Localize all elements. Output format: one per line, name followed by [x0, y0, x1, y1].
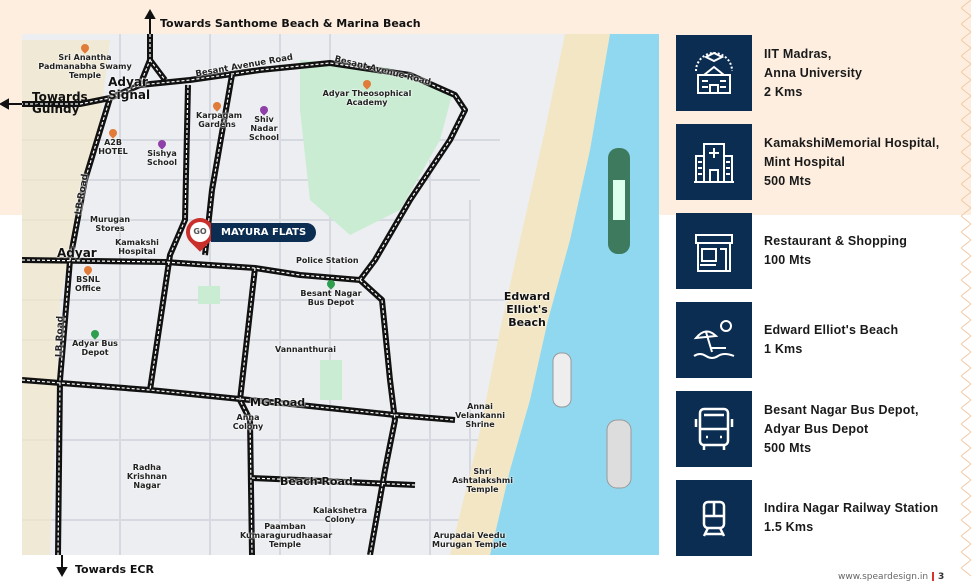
place-label: Shri Ashtalakshmi Temple: [452, 467, 513, 494]
amenity-distance: 1.5 Kms: [764, 520, 814, 534]
amenity-distance: 1 Kms: [764, 342, 803, 356]
direction-south: Towards ECR: [75, 563, 154, 576]
main-roads: [22, 34, 468, 555]
bus-pin-icon: [89, 328, 101, 340]
place-label: Annai Velankanni Shrine: [455, 402, 505, 429]
decorative-border: [961, 0, 971, 577]
amenity-name: Besant Nagar Bus Depot,: [764, 402, 919, 417]
place-label: Adyar Bus Depot: [70, 328, 120, 357]
south-arrow-icon: [56, 567, 68, 578]
place-label: BSNL Office: [73, 264, 103, 293]
place-pin-icon: [82, 264, 94, 276]
direction-west: Towards Guindy: [32, 90, 88, 116]
university-icon: [676, 35, 752, 111]
place-label: Besant Nagar Bus Depot: [300, 278, 362, 307]
place-pin-icon: [361, 78, 373, 90]
amenity-railway: Indira Nagar Railway Station 1.5 Kms: [676, 480, 966, 556]
property-name-tag[interactable]: MAYURA FLATS: [211, 223, 317, 242]
road-label: LB Road: [54, 315, 66, 358]
place-label: Paamban Kumaragurudhaasar Temple: [240, 522, 333, 549]
amenity-beach: Edward Elliot's Beach 1 Kms: [676, 302, 966, 378]
amenity-name: Restaurant & Shopping: [764, 234, 908, 248]
place-label: Kamakshi Hospital: [115, 238, 159, 256]
place-label: Adyar Theosophical Academy: [322, 78, 412, 107]
school-pin-icon: [156, 138, 168, 150]
amenity-distance: 2 Kms: [764, 84, 803, 99]
ship: [608, 148, 630, 254]
amenity-shopping: Restaurant & Shopping 100 Mts: [676, 213, 966, 289]
place-pin-icon: [211, 100, 223, 112]
school-pin-icon: [258, 104, 270, 116]
road-label: MG Road: [250, 396, 306, 409]
direction-arrows: [0, 8, 156, 578]
amenity-name: Mint Hospital: [764, 154, 846, 169]
website-link[interactable]: www.speardesign.in: [838, 572, 929, 582]
north-arrow-icon: [144, 8, 156, 19]
amenity-name: Indira Nagar Railway Station: [764, 501, 939, 515]
area-vannanthurai: Vannanthurai: [275, 345, 336, 354]
amenity-name: Edward Elliot's Beach: [764, 323, 899, 337]
amenity-hospital: KamakshiMemorial Hospital, Mint Hospital 5…: [676, 124, 966, 200]
amenity-distance: 500 Mts: [764, 173, 812, 188]
amenity-bus: Besant Nagar Bus Depot, Adyar Bus Depot 50…: [676, 391, 966, 467]
ship: [606, 419, 632, 489]
west-arrow-icon: [0, 98, 9, 110]
place-label: Sishya School: [146, 138, 178, 167]
road-label: Beach Road: [280, 475, 353, 488]
place-label: Sri Anantha Padmanabha Swamy Temple: [30, 42, 140, 80]
page-number: 3: [938, 572, 945, 582]
shop-icon: [676, 213, 752, 289]
area-adyar-signal: Adyar Signal: [108, 75, 151, 102]
direction-north: Towards Santhome Beach & Marina Beach: [160, 17, 421, 30]
place-label: Police Station: [296, 256, 359, 265]
amenity-university: IIT Madras, Anna University 2 Kms: [676, 35, 966, 111]
bus-icon: [676, 391, 752, 467]
place-pin-icon: [79, 42, 91, 54]
theosophical-park: [300, 60, 452, 235]
beach-icon: [676, 302, 752, 378]
ship: [552, 352, 572, 408]
train-icon: [676, 480, 752, 556]
place-label: A2B HOTEL: [96, 127, 130, 156]
go-badge: GO: [190, 222, 210, 242]
amenity-name: Anna University: [764, 65, 863, 80]
beach-sand: [450, 34, 610, 555]
area-adyar: Adyar: [57, 246, 97, 260]
place-label: Karpagam Gardens: [196, 100, 242, 129]
place-label: Shiv Nadar School: [240, 104, 288, 142]
footer-divider: [932, 572, 935, 581]
place-label: Arupadai Veedu Murugan Temple: [432, 531, 507, 549]
food-pin-icon: [107, 127, 119, 139]
area-elliots-beach: Edward Elliot's Beach: [503, 290, 551, 329]
amenity-distance: 100 Mts: [764, 253, 812, 267]
footer: www.speardesign.in 3: [838, 572, 944, 582]
place-label: Radha Krishnan Nagar: [126, 463, 168, 490]
amenity-name: IIT Madras,: [764, 46, 832, 61]
place-label: Kalakshetra Colony: [312, 506, 368, 524]
amenity-name: KamakshiMemorial Hospital,: [764, 135, 940, 150]
sand-zone: [22, 40, 110, 555]
amenity-name: Adyar Bus Depot: [764, 421, 869, 436]
hospital-icon: [676, 124, 752, 200]
place-label: Murugan Stores: [90, 215, 131, 233]
bus-pin-icon: [325, 278, 337, 290]
amenity-distance: 500 Mts: [764, 440, 812, 455]
place-label: Anna Colony: [232, 413, 264, 431]
